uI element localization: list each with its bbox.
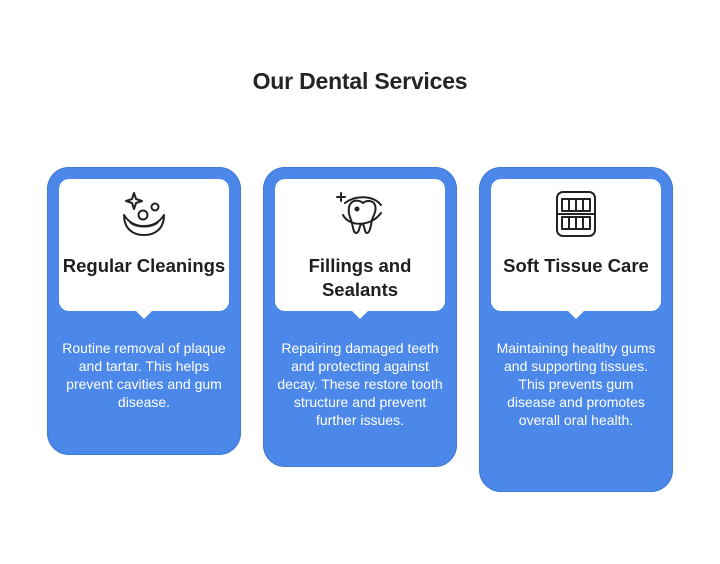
card-header: Soft Tissue Care [491, 179, 661, 319]
card-description: Routine removal of plaque and tartar. Th… [62, 340, 226, 410]
tooth-repair-icon [336, 192, 382, 234]
card-header: Regular Cleanings [59, 179, 229, 319]
page-title: Our Dental Services [252, 68, 468, 94]
service-card-fillings-sealants: Fillings and Sealants Repairing damaged … [263, 167, 457, 467]
service-card-soft-tissue-care: Soft Tissue Care Maintaining healthy gum… [479, 167, 673, 492]
card-title: Fillings and Sealants [308, 255, 412, 300]
card-description: Maintaining healthy gums and supporting … [496, 340, 656, 428]
service-card-regular-cleanings: Regular Cleanings Routine removal of pla… [47, 167, 241, 455]
card-header: Fillings and Sealants [275, 179, 445, 319]
card-title: Regular Cleanings [62, 255, 226, 276]
teeth-gums-icon [556, 191, 596, 237]
card-title: Soft Tissue Care [503, 255, 649, 276]
tooth-sparkle-icon [123, 192, 165, 236]
card-description: Repairing damaged teeth and protecting a… [277, 340, 443, 428]
